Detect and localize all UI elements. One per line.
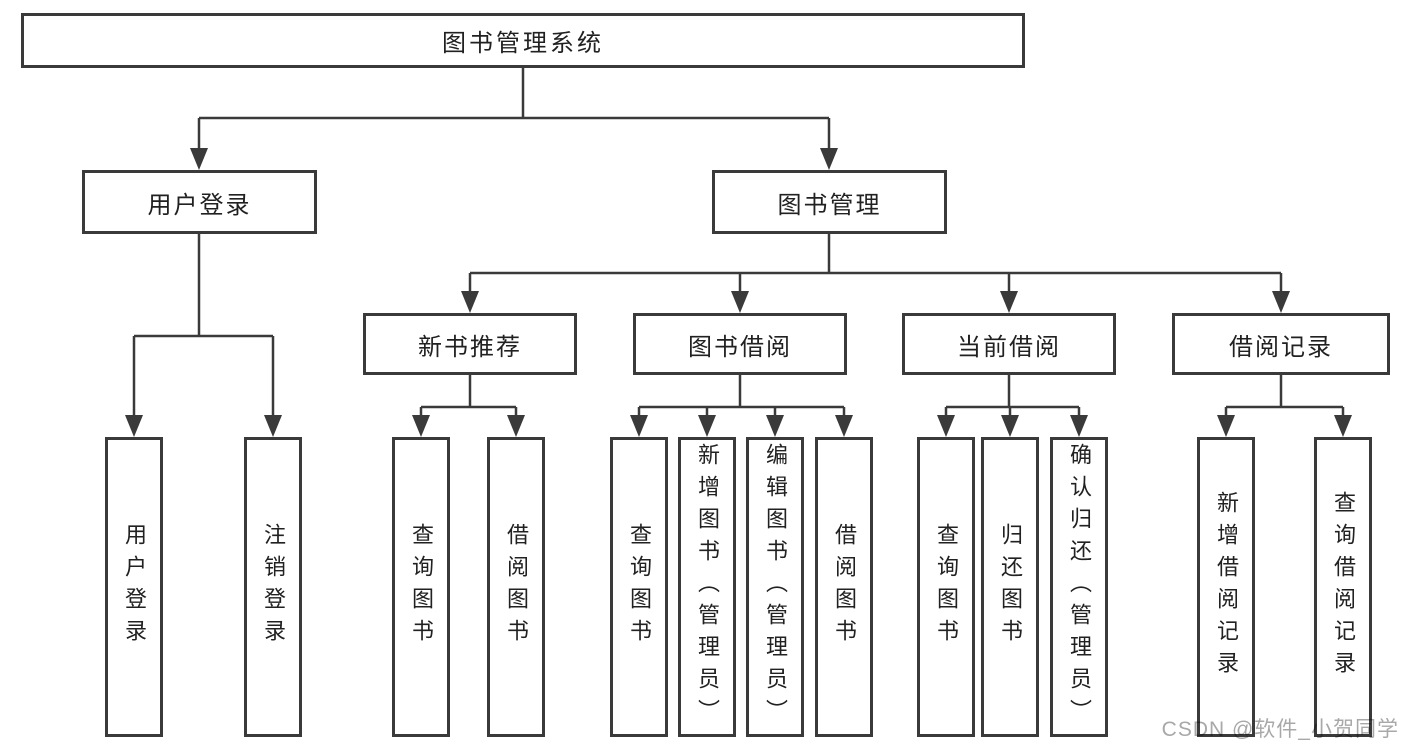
node-root-label: 图书管理系统: [442, 30, 604, 57]
leaf-label: 借阅图书: [832, 523, 857, 651]
leaf-query-books-recommend: 查询图书: [392, 437, 450, 737]
node-label: 新书推荐: [418, 333, 522, 361]
arrowhead: [1217, 415, 1235, 437]
leaf-query-books-borrowing: 查询图书: [610, 437, 668, 737]
leaf-logout: 注销登录: [244, 437, 302, 737]
leaf-borrow-books-recommend: 借阅图书: [487, 437, 545, 737]
arrowhead: [507, 415, 525, 437]
leaf-label: 编辑图书（管理员）: [763, 443, 788, 731]
node-label: 用户登录: [147, 191, 252, 219]
leaf-query-books-current: 查询图书: [917, 437, 975, 737]
arrowhead: [766, 415, 784, 437]
arrowhead: [461, 291, 479, 313]
watermark: CSDN @软件_小贺同学: [1161, 718, 1399, 741]
node-label: 图书借阅: [688, 333, 792, 361]
arrowhead: [125, 415, 143, 437]
node-current-borrowing: 当前借阅: [902, 313, 1116, 375]
arrowhead: [731, 291, 749, 313]
arrowhead: [698, 415, 716, 437]
arrowhead: [630, 415, 648, 437]
arrowhead: [820, 148, 838, 170]
arrowhead: [1334, 415, 1352, 437]
leaf-label: 确认归还（管理员）: [1067, 443, 1092, 731]
arrowhead: [1272, 291, 1290, 313]
node-book-borrowing: 图书借阅: [633, 313, 847, 375]
leaf-label: 注销登录: [261, 523, 286, 651]
node-label: 图书管理: [777, 191, 882, 219]
leaf-label: 查询图书: [934, 523, 959, 651]
leaf-borrow-books-borrowing: 借阅图书: [815, 437, 873, 737]
node-user-login: 用户登录: [82, 170, 317, 234]
arrowhead: [1070, 415, 1088, 437]
arrowhead: [264, 415, 282, 437]
leaf-label: 查询图书: [409, 523, 434, 651]
node-root: 图书管理系统: [21, 13, 1025, 68]
leaf-user-login: 用户登录: [105, 437, 163, 737]
leaf-label: 用户登录: [122, 523, 147, 651]
arrowhead: [835, 415, 853, 437]
arrowhead: [1000, 291, 1018, 313]
leaf-label: 新增图书（管理员）: [695, 443, 720, 731]
leaf-confirm-return-admin: 确认归还（管理员）: [1050, 437, 1108, 737]
leaf-return-book: 归还图书: [981, 437, 1039, 737]
leaf-label: 查询图书: [627, 523, 652, 651]
node-label: 当前借阅: [957, 333, 1061, 361]
node-new-book-recommend: 新书推荐: [363, 313, 577, 375]
leaf-query-borrow-record: 查询借阅记录: [1314, 437, 1372, 737]
leaf-add-borrow-record: 新增借阅记录: [1197, 437, 1255, 737]
leaf-add-book-admin: 新增图书（管理员）: [678, 437, 736, 737]
node-label: 借阅记录: [1229, 333, 1333, 361]
node-borrowing-records: 借阅记录: [1172, 313, 1390, 375]
arrowhead: [1001, 415, 1019, 437]
leaf-label: 归还图书: [998, 523, 1023, 651]
leaf-edit-book-admin: 编辑图书（管理员）: [746, 437, 804, 737]
leaf-label: 新增借阅记录: [1214, 491, 1239, 683]
leaf-label: 查询借阅记录: [1331, 491, 1356, 683]
arrowhead: [412, 415, 430, 437]
node-book-management: 图书管理: [712, 170, 947, 234]
arrowhead: [937, 415, 955, 437]
leaf-label: 借阅图书: [504, 523, 529, 651]
arrowhead: [190, 148, 208, 170]
